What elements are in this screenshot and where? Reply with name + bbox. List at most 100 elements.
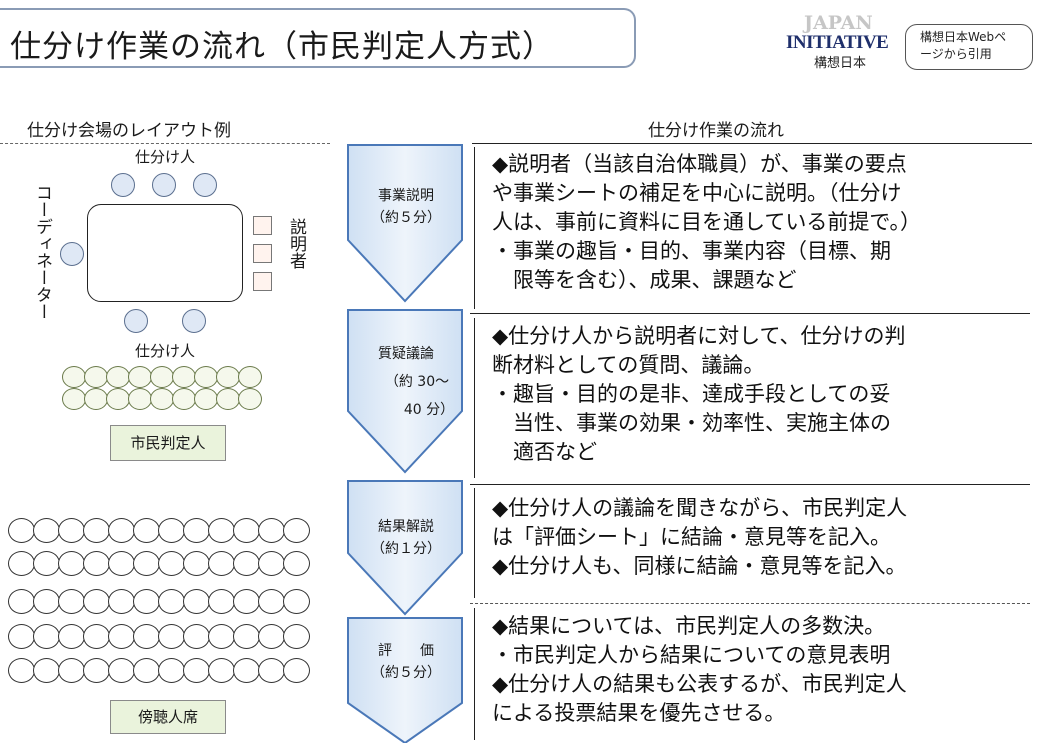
audience-seat [158,624,185,649]
audience-seat [58,658,85,683]
audience-seat [183,624,210,649]
audience-seat [233,658,260,683]
description-line: ◆仕分け人も、同様に結論・意見等を記入。 [492,554,907,578]
section-divider [470,603,1030,604]
description-line: ◆仕分け人の議論を聞きながら、市民判定人 [492,496,908,520]
audience-seat [283,589,310,614]
description-line: ・事業の趣旨・目的、事業内容（目標、期 [492,239,891,263]
audience-seat [233,589,260,614]
explainer-seat [253,216,272,235]
citizen-seat [84,366,108,388]
layout-heading: 仕分け会場のレイアウト例 [27,121,231,141]
audience-seat [108,551,135,576]
description-line: 適否など [492,440,597,464]
citizen-seat [216,388,240,410]
sorter-seat [124,309,148,333]
audience-seat [233,624,260,649]
section-bracket [474,318,483,478]
audience-seat [158,589,185,614]
audience-seat-row [8,624,318,651]
audience-seat [33,551,60,576]
audience-seat [208,624,235,649]
audience-seat [83,589,110,614]
description-line: ◆説明者（当該自治体職員）が、事業の要点 [492,152,907,176]
step-1-name: 事業説明 [378,188,434,204]
audience-seat [133,589,160,614]
audience-seat [8,658,35,683]
audience-seat [283,658,310,683]
audience-label: 傍聴人席 [110,700,226,734]
audience-seat [58,518,85,543]
description-line: ◆結果については、市民判定人の多数決。 [492,614,886,638]
description-line: ◆仕分け人から説明者に対して、仕分けの判 [492,324,906,348]
audience-seat [208,518,235,543]
audience-seat [258,589,285,614]
audience-seat-row [8,589,318,616]
audience-seat-row [8,658,318,685]
citizen-seat [128,388,152,410]
step-2-duration-2: 40 分） [403,402,455,418]
audience-seat [283,551,310,576]
citizen-seat [62,366,86,388]
sorter-seat [152,173,176,197]
citizen-seat [238,366,262,388]
audience-seat [258,658,285,683]
audience-seat [58,589,85,614]
section-bracket [474,147,483,309]
audience-seat [183,589,210,614]
step-2-duration-1: （約 30〜 [384,374,450,390]
japan-initiative-logo: JAPAN INITIATIVE 構想日本 [786,12,889,72]
step-2-description: ◆仕分け人から説明者に対して、仕分けの判 断材料としての質問、議論。 ・趣旨・目… [492,322,1027,467]
audience-seat [8,624,35,649]
audience-seat [183,551,210,576]
description-line: や事業シートの補足を中心に説明。（仕分け [492,181,902,205]
process-arrows [347,144,463,743]
audience-seat [133,658,160,683]
flow-heading: 仕分け作業の流れ [648,121,784,141]
audience-seat [183,518,210,543]
section-bracket [474,608,483,740]
audience-seat [158,518,185,543]
step-1-description: ◆説明者（当該自治体職員）が、事業の要点 や事業シートの補足を中心に説明。（仕分… [492,150,1027,295]
citizen-seat [216,366,240,388]
audience-seat [83,518,110,543]
section-divider [470,313,1030,314]
audience-seat [258,551,285,576]
citizen-seat [62,388,86,410]
citizen-judges-label: 市民判定人 [110,425,226,461]
bottom-seats-label: 仕分け人 [135,342,196,360]
audience-seat [208,658,235,683]
audience-seat [8,518,35,543]
description-line: ◆仕分け人の結果も公表するが、市民判定人 [492,672,907,696]
audience-seat [208,551,235,576]
audience-seat [108,658,135,683]
section-bracket [474,488,483,598]
audience-seat [83,658,110,683]
audience-seat [133,518,160,543]
description-line: 断材料としての質問、議論。 [492,353,765,377]
audience-seat [33,658,60,683]
citizen-seat [194,388,218,410]
audience-seat [283,624,310,649]
step-arrow [347,480,463,616]
section-divider [470,484,1030,485]
citizen-seat [84,388,108,410]
left-heading-rule [0,143,330,144]
step-2-label: 質疑議論 （約 30〜 40 分） [344,343,468,421]
description-line: 当性、事業の効果・効率性、実施主体の [492,411,891,435]
description-line: は「評価シート」に結論・意見等を記入。 [492,525,891,549]
audience-seat [158,551,185,576]
meeting-table [87,204,243,302]
citizen-seat [150,366,174,388]
coordinator-label: コーディネーター [32,184,52,325]
explainer-label-text: 説明者 [286,218,306,269]
citizen-seat [238,388,262,410]
sorter-seat [193,173,217,197]
audience-seat [183,658,210,683]
source-note: 構想日本Webペ ージから引用 [905,24,1033,70]
audience-seat [133,551,160,576]
citizen-seat [150,388,174,410]
audience-seat [108,624,135,649]
audience-seat [233,551,260,576]
step-arrow [347,309,463,474]
